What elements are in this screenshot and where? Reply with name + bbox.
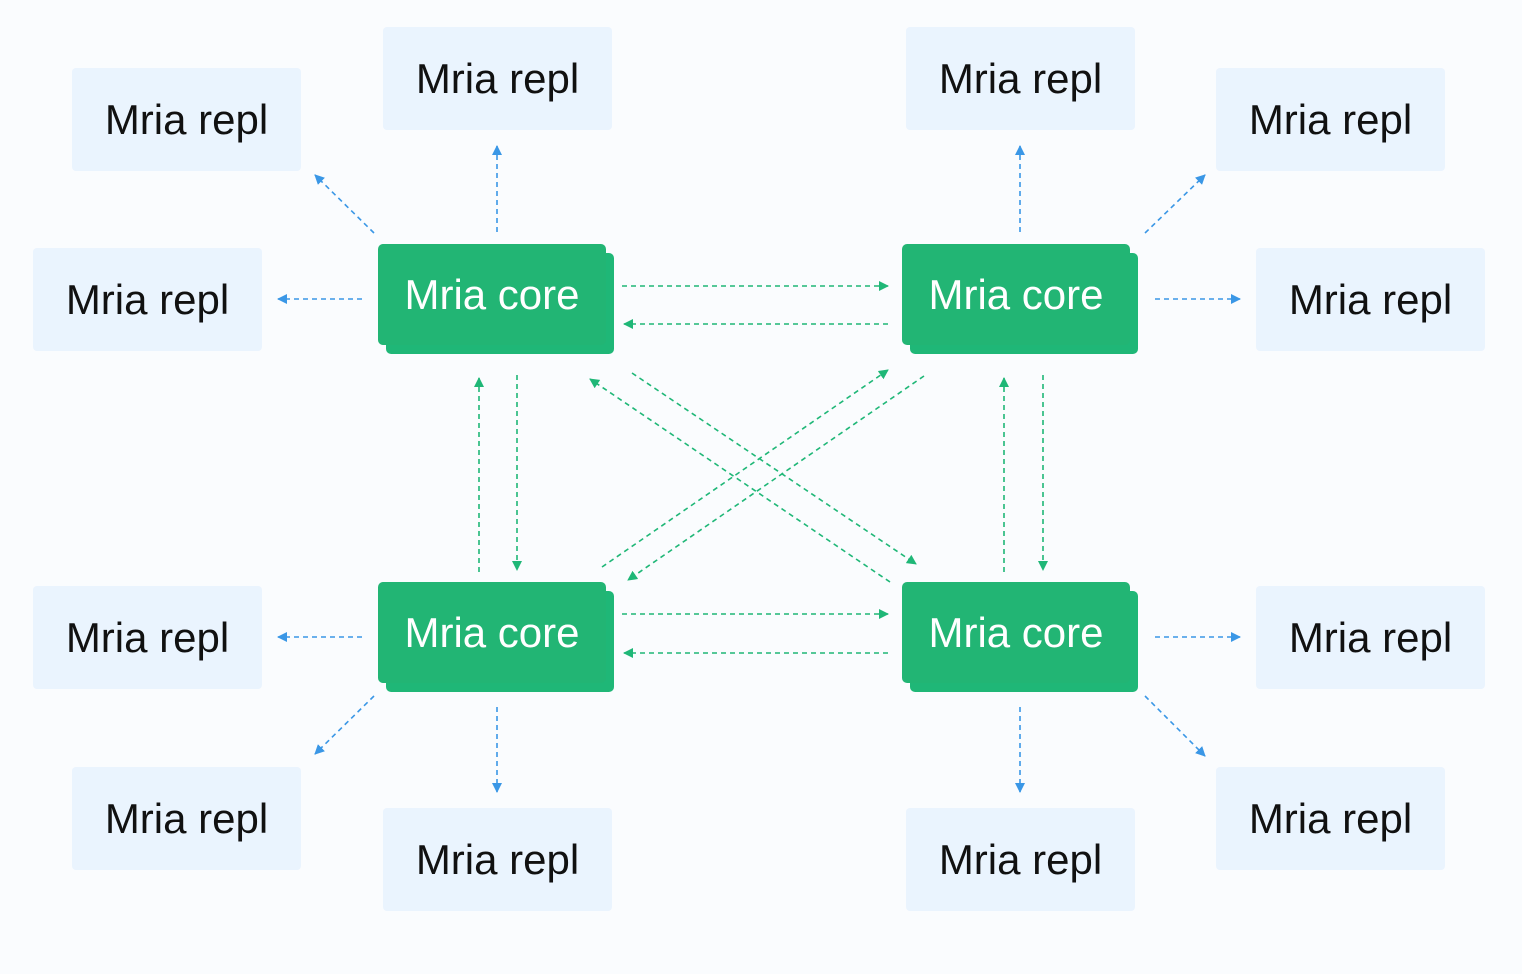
core-node-bottom-right: Mria core (902, 582, 1138, 692)
core-node-label: Mria core (378, 582, 606, 683)
link-to-repl-tr-upper-right (1144, 174, 1206, 234)
link-core-bl-to-tr (601, 369, 889, 568)
repl-node-bl-bottom: Mria repl (383, 808, 612, 911)
core-node-label: Mria core (378, 244, 606, 345)
repl-node-tr-top: Mria repl (906, 27, 1135, 130)
core-node-label: Mria core (902, 582, 1130, 683)
repl-node-bl-left: Mria repl (33, 586, 262, 689)
repl-node-tr-upper-right: Mria repl (1216, 68, 1445, 171)
repl-node-tr-right: Mria repl (1256, 248, 1485, 351)
link-core-br-to-tl (589, 378, 891, 583)
repl-node-br-right: Mria repl (1256, 586, 1485, 689)
core-node-label: Mria core (902, 244, 1130, 345)
core-node-bottom-left: Mria core (378, 582, 614, 692)
link-to-repl-tl-upper-left (314, 174, 375, 234)
repl-node-br-bottom: Mria repl (906, 808, 1135, 911)
core-node-top-right: Mria core (902, 244, 1138, 354)
repl-node-tl-left: Mria repl (33, 248, 262, 351)
repl-node-br-lower-right: Mria repl (1216, 767, 1445, 870)
core-node-top-left: Mria core (378, 244, 614, 354)
link-to-repl-br-lower-right (1144, 695, 1206, 757)
repl-node-bl-lower-left: Mria repl (72, 767, 301, 870)
link-to-repl-bl-lower-left (314, 695, 375, 755)
repl-node-tl-upper-left: Mria repl (72, 68, 301, 171)
repl-node-tl-top: Mria repl (383, 27, 612, 130)
link-core-tl-to-br (631, 372, 917, 565)
link-core-tr-to-bl (627, 375, 925, 581)
